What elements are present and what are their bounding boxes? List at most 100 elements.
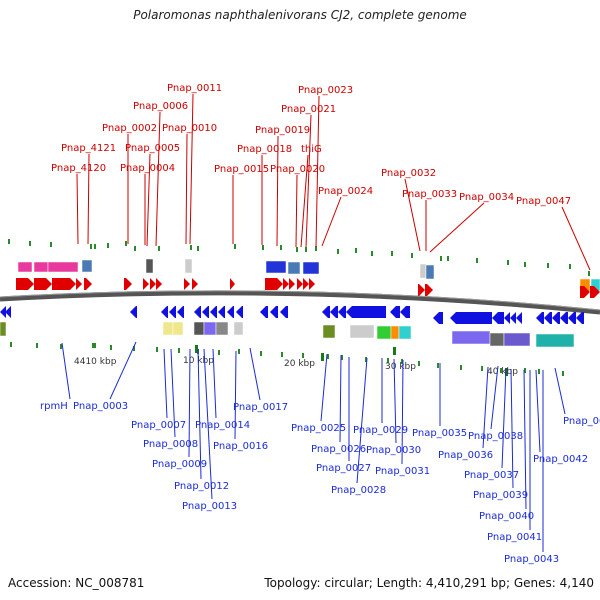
reverse-leader-line [490, 365, 499, 430]
scale-tick [110, 345, 112, 350]
reverse-gene-arrow [516, 312, 522, 324]
reverse-gene-arrow [169, 306, 176, 318]
scale-tick [524, 368, 526, 373]
forward-gene-label: Pnap_0021 [281, 104, 336, 115]
scale-tick [447, 256, 449, 261]
reverse-gene-arrow [536, 312, 544, 324]
feature-block [184, 258, 193, 274]
reverse-leader-line [234, 350, 237, 440]
reverse-gene-arrow [5, 306, 11, 318]
feature-block [17, 261, 33, 273]
feature-block [302, 261, 320, 275]
reverse-gene-label: Pnap_0042 [533, 454, 588, 465]
scale-tick [365, 357, 367, 362]
forward-gene-label: Pnap_0047 [516, 196, 571, 207]
forward-gene-label: Pnap_0002 [102, 123, 157, 134]
leader-lines [61, 93, 591, 552]
scale-tick [538, 369, 540, 374]
feature-block [322, 324, 336, 339]
reverse-gene-label: Pnap_0041 [487, 532, 542, 543]
forward-leader-line [146, 153, 151, 247]
scale-tick [29, 241, 31, 246]
reverse-gene-arrow [322, 306, 330, 318]
forward-leader-line [300, 154, 309, 248]
reverse-leader-line [320, 353, 328, 422]
scale-tick-major [321, 353, 324, 361]
reverse-gene-arrow [433, 312, 443, 324]
scale-tick [234, 244, 236, 249]
reverse-gene-label: Pnap_0035 [412, 428, 467, 439]
reverse-leader-line [482, 366, 489, 449]
scale-tick [218, 350, 220, 355]
scale-tick [10, 342, 12, 347]
scale-tick [411, 253, 413, 258]
forward-leader-line [429, 202, 485, 253]
scale-tick [440, 256, 442, 261]
scale-tick [107, 243, 109, 248]
forward-gene-label: Pnap_0018 [237, 144, 292, 155]
forward-gene-label: Pnap_0020 [270, 164, 325, 175]
scale-tick [158, 246, 160, 251]
reverse-gene-arrow [260, 306, 268, 318]
scale-label: 30 kbp [385, 362, 416, 372]
forward-leader-line [189, 93, 194, 245]
scale-tick [90, 244, 92, 249]
feature-block [398, 325, 412, 340]
feature-block [193, 321, 205, 336]
reverse-leader-line [393, 358, 397, 444]
reverse-gene-arrow [194, 306, 201, 318]
feature-block [349, 324, 375, 339]
reverse-gene-label: Pnap_0028 [331, 485, 386, 496]
forward-gene-label: Pnap_0005 [125, 143, 180, 154]
reverse-gene-label: Pnap_0030 [366, 445, 421, 456]
forward-gene-label: Pnap_0032 [381, 168, 436, 179]
feature-block [376, 325, 392, 340]
reverse-gene-label: Pnap_0039 [473, 490, 528, 501]
forward-gene-label: Pnap_0006 [133, 101, 188, 112]
scale-tick [133, 346, 135, 351]
feature-block [145, 258, 154, 274]
forward-gene-arrow [156, 278, 162, 290]
reverse-gene-arrow [280, 306, 288, 318]
scale-tick [476, 258, 478, 263]
reverse-gene-arrow [338, 306, 346, 318]
feature-block [451, 330, 491, 345]
genome-backbone-highlight [0, 290, 600, 311]
reverse-gene-arrow [346, 306, 386, 318]
genome-backbone [0, 290, 600, 315]
reverse-gene-arrow [568, 312, 576, 324]
forward-gene-label: Pnap_4120 [51, 163, 106, 174]
scale-tick [547, 263, 549, 268]
scale-tick [197, 246, 199, 251]
forward-leader-line [155, 111, 161, 247]
feature-block [503, 332, 531, 347]
gene-arrows [0, 278, 600, 324]
forward-gene-arrow [150, 278, 156, 290]
scale-tick [296, 247, 298, 252]
scale-tick [524, 262, 526, 267]
reverse-leader-line [197, 348, 202, 480]
forward-gene-arrow [52, 278, 76, 290]
reverse-gene-arrow [177, 306, 184, 318]
reverse-leader-line [356, 357, 368, 484]
forward-gene-label: Pnap_0015 [214, 164, 269, 175]
scale-tick [305, 247, 307, 252]
reverse-gene-label: Pnap_0026 [311, 444, 366, 455]
scale-tick [8, 239, 10, 244]
reverse-gene-label: Pnap_0037 [464, 470, 519, 481]
scale-tick [302, 353, 304, 358]
forward-gene-label: Pnap_0033 [402, 189, 457, 200]
genome-title: Polaromonas naphthalenivorans CJ2, compl… [133, 8, 467, 22]
reverse-gene-arrow [130, 306, 137, 318]
scale-tick [156, 347, 158, 352]
forward-leader-line [276, 135, 279, 247]
reverse-gene-arrow [161, 306, 168, 318]
forward-gene-arrow [34, 278, 52, 290]
forward-gene-label: Pnap_0034 [459, 192, 514, 203]
reverse-gene-arrow [504, 312, 510, 324]
reverse-gene-label: Pnap_0036 [438, 450, 493, 461]
scale-tick [190, 245, 192, 250]
reverse-gene-arrow [227, 306, 234, 318]
